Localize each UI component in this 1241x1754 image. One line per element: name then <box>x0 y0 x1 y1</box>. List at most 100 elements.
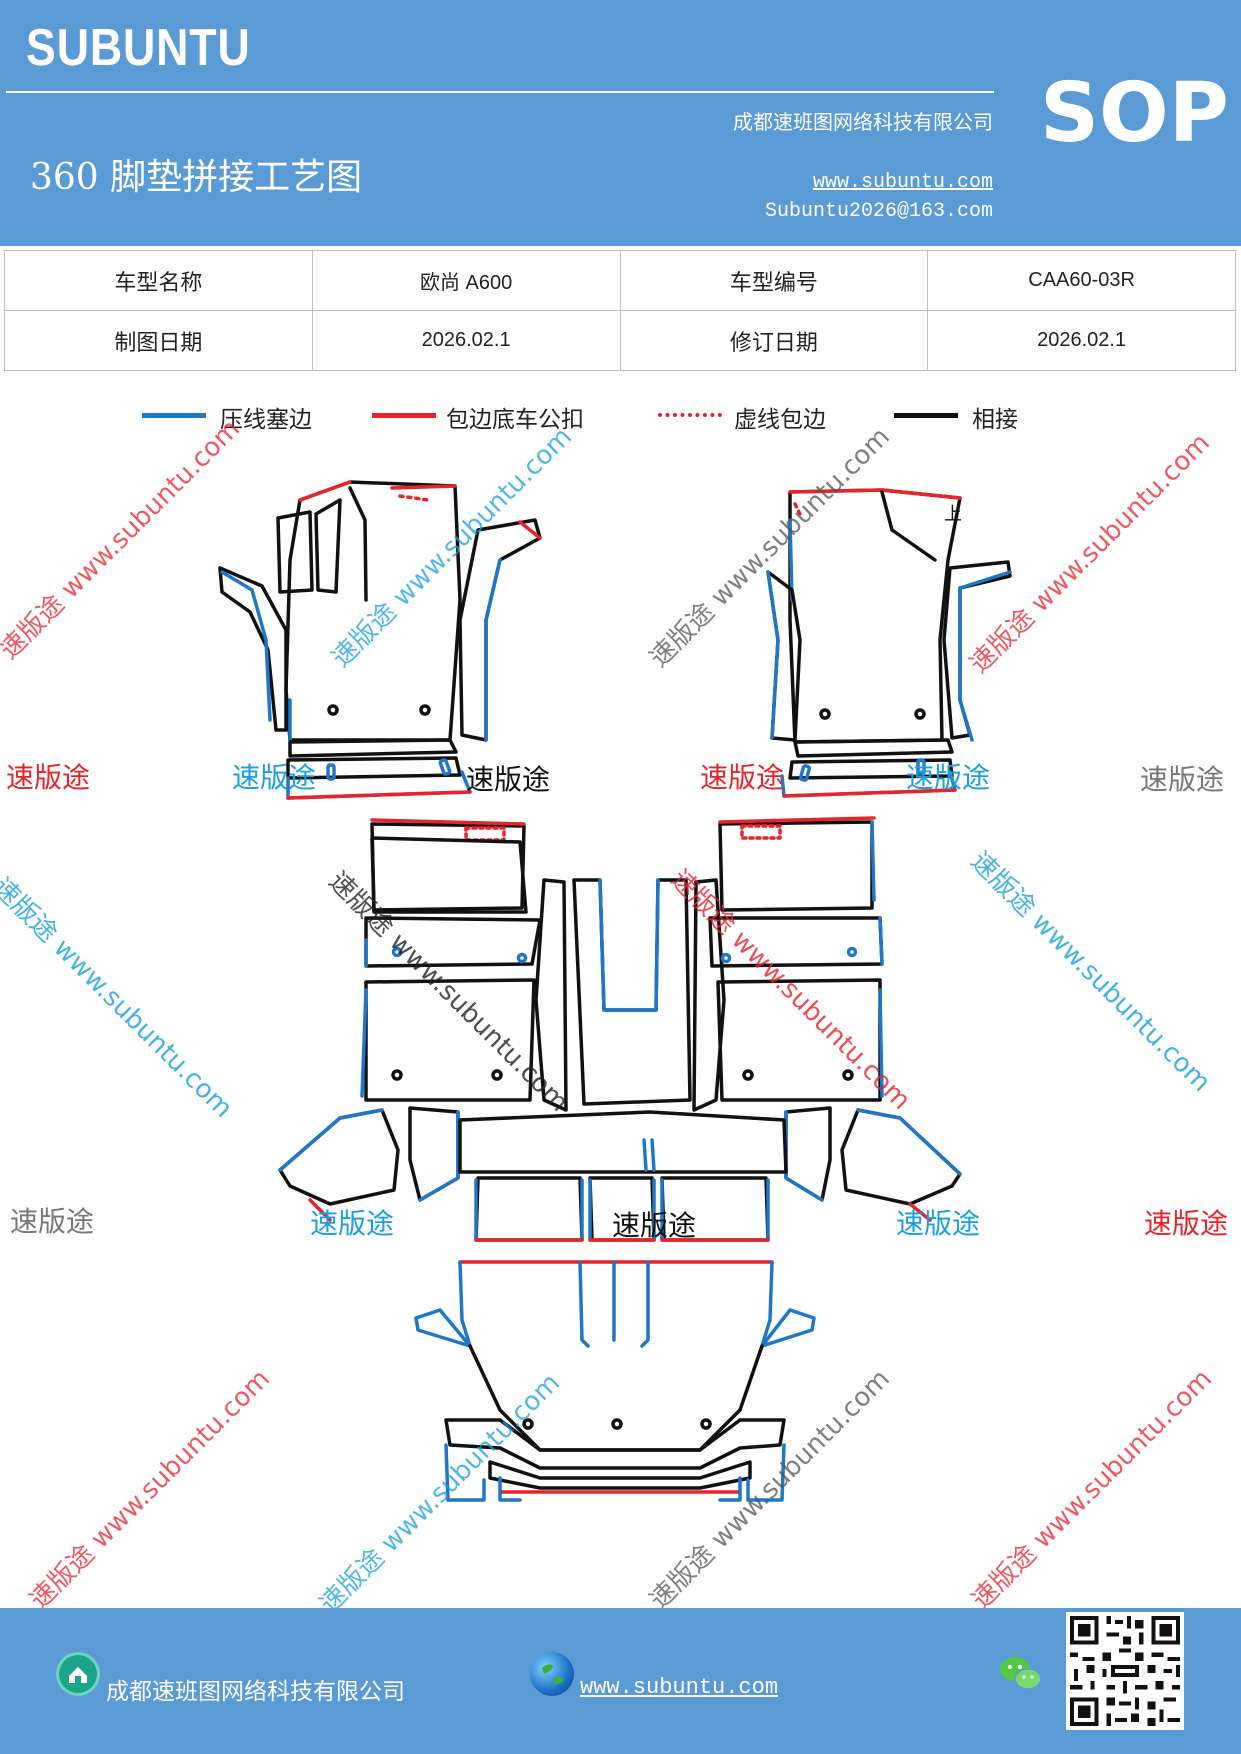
sop-badge: SOP <box>1040 66 1229 161</box>
mat-edge-blue <box>498 1476 742 1502</box>
mat-hole <box>842 1069 854 1081</box>
mat-edge-blue <box>360 988 368 1098</box>
mat-edge-blue <box>474 1178 770 1242</box>
mat-outline <box>278 1108 400 1206</box>
mat-outline <box>408 1106 460 1202</box>
mat-edge-blue <box>878 916 884 966</box>
legend-label: 压线塞边 <box>220 407 312 433</box>
mat-hole <box>522 1418 534 1430</box>
mat-third-row <box>414 1260 816 1502</box>
mat-side-right <box>458 518 542 742</box>
mat-edge-red <box>298 480 352 502</box>
mat-front-left <box>218 480 542 800</box>
mat-strip-bottom <box>444 1443 786 1502</box>
mat-edge-blue <box>878 988 884 1098</box>
mat-hole <box>419 704 431 716</box>
mat-side-left <box>218 566 288 732</box>
line-legend: 压线塞边 包边底车公扣 虚线包边 相接 <box>0 400 1241 440</box>
legend-label: 相接 <box>972 407 1018 433</box>
mat-second-row-left <box>360 818 542 1102</box>
mat-edge-red-dotted <box>793 502 804 520</box>
mat-inner <box>880 490 937 562</box>
mat-outline <box>370 836 528 914</box>
mat-edge-blue <box>642 1138 656 1172</box>
mat-dotted-patch <box>464 826 506 842</box>
floor-mat-diagram <box>218 480 1012 1502</box>
value-model-code: CAA60-03R <box>927 250 1236 311</box>
mat-hole <box>742 1069 754 1081</box>
mat-outline <box>784 1106 832 1202</box>
watermark-text: 速版途 <box>896 1207 981 1240</box>
mat-hole <box>516 952 528 964</box>
mat-outline <box>716 978 882 1102</box>
mat-edge-red <box>370 818 526 826</box>
label-revision-date: 修订日期 <box>619 310 929 371</box>
label-draw-date: 制图日期 <box>4 310 313 371</box>
mat-hole <box>327 704 339 716</box>
mat-inner <box>276 510 314 594</box>
footer-website-link[interactable]: www.subuntu.com <box>580 1675 779 1700</box>
watermark-text: 速版途 <box>612 1209 697 1242</box>
wechat-icon[interactable] <box>996 1652 1046 1700</box>
mat-slot <box>916 758 926 776</box>
legend-swatch-red <box>372 413 436 418</box>
watermark-text: 速版途 <box>232 761 317 794</box>
mat-outline <box>364 978 536 1102</box>
mat-wing-left <box>278 1106 460 1222</box>
legend-label: 虚线包边 <box>734 407 826 433</box>
value-model-name: 欧尚 A600 <box>311 250 621 311</box>
mat-edge-blue <box>958 570 1012 742</box>
qr-code <box>1066 1612 1184 1730</box>
mat-hole <box>720 952 732 964</box>
legend-swatch-blue <box>142 413 206 418</box>
mat-hole <box>819 708 831 720</box>
header-email: Subuntu2026@163.com <box>764 200 993 223</box>
watermark-text: 速版途 <box>1144 1207 1229 1240</box>
mat-edge-blue <box>418 1110 460 1202</box>
mat-mid-strip <box>458 1110 788 1242</box>
page-title: 360 脚垫拼接工艺图 <box>30 157 363 198</box>
mat-edge-red <box>782 788 957 798</box>
mat-outline <box>414 1260 472 1348</box>
mat-second-row-right <box>708 816 884 1102</box>
header-website-link[interactable]: www.subuntu.com <box>812 171 993 194</box>
mat-edge-blue <box>766 570 780 740</box>
mat-edge-blue <box>578 1260 650 1348</box>
watermark-text: 速版途 <box>1140 763 1225 796</box>
mat-edge-red <box>390 484 457 490</box>
mat-outline <box>474 1176 584 1242</box>
mat-front-right <box>766 488 1012 798</box>
mat-edge-blue <box>278 1108 384 1172</box>
mat-edge-red <box>788 488 962 500</box>
mat-slot <box>798 764 812 782</box>
vehicle-info-table: 车型名称 欧尚 A600 车型编号 CAA60-03R 制图日期 2026.02… <box>4 250 1236 371</box>
header-company: 成都速班图网络科技有限公司 <box>733 110 993 134</box>
watermark-text: 速版途 <box>10 1205 95 1238</box>
mat-strip <box>286 756 462 780</box>
table-row: 车型名称 欧尚 A600 车型编号 CAA60-03R <box>4 250 1236 311</box>
mat-hole <box>391 1069 403 1081</box>
legend-swatch-red-dotted <box>658 413 722 417</box>
watermark-text: 速版途 <box>700 761 785 794</box>
mat-edge-red <box>908 1202 932 1222</box>
legend-swatch-black <box>894 413 958 418</box>
watermark-text: 速版途 <box>6 761 91 794</box>
mat-inner <box>314 498 342 594</box>
legend-label: 包边底车公扣 <box>446 407 584 433</box>
value-revision-date: 2026.02.1 <box>927 310 1236 371</box>
mat-hole <box>700 1418 712 1430</box>
mat-outline <box>458 1110 788 1174</box>
mat-edge-red <box>286 790 472 800</box>
mat-edge-blue <box>220 570 272 722</box>
mat-strip <box>444 1418 786 1470</box>
watermark-text: 速版途 <box>906 761 991 794</box>
mat-edge-blue <box>784 1110 824 1202</box>
mat-hole <box>914 708 926 720</box>
mat-inner <box>348 486 368 602</box>
mat-edge-blue <box>788 518 794 602</box>
mat-outline <box>718 820 874 912</box>
mat-strip <box>288 738 458 758</box>
mat-edge-red <box>718 816 876 824</box>
value-draw-date: 2026.02.1 <box>311 310 621 371</box>
mat-outline <box>760 1260 816 1348</box>
